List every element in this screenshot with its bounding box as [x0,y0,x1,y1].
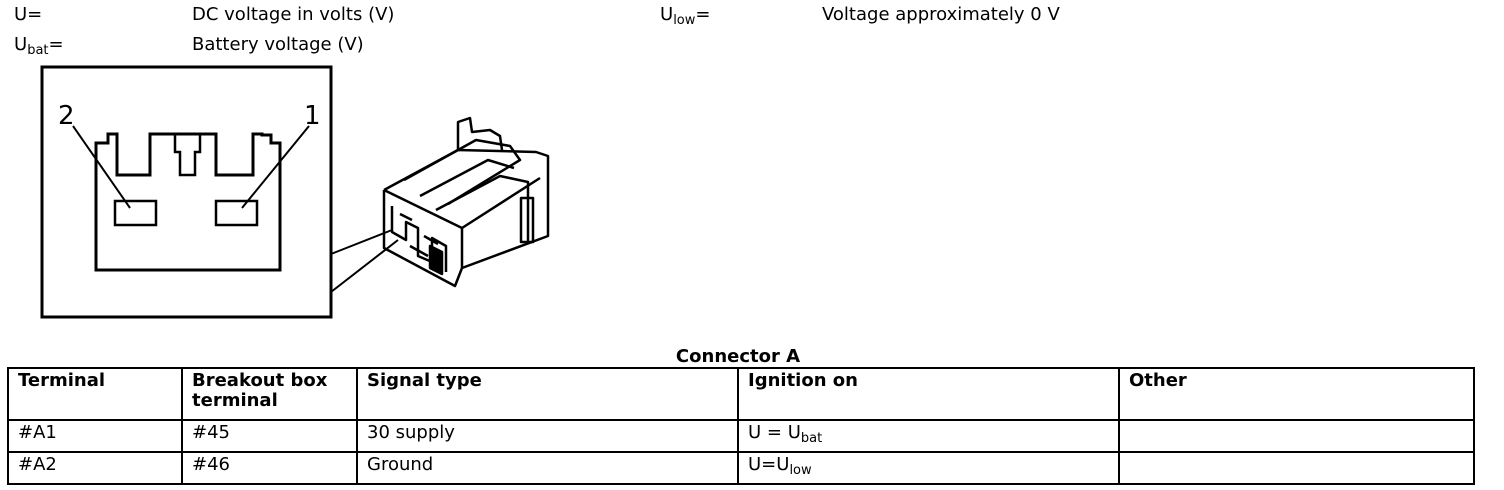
header-signal-type: Signal type [356,367,739,421]
detail-frame [40,65,333,319]
header-ignition-on: Ignition on [737,367,1120,421]
connector-outline [383,148,550,270]
pin-1-label: 1 [304,101,321,131]
pin-2-label: 2 [58,101,75,131]
connector-side-slot [519,196,535,244]
cell-signal: 30 supply [356,419,739,453]
cell-ignition-on: U = Ubat [737,419,1120,453]
connector-table: Terminal Breakout box terminal Signal ty… [7,367,1475,485]
cell-other [1118,419,1475,453]
legend-ulow-desc: Voltage approximately 0 V [822,4,1060,25]
cell-breakout: #46 [181,451,358,485]
legend-u-desc: DC voltage in volts (V) [192,4,395,25]
header-terminal: Terminal [7,367,183,421]
pin-2-leader [72,125,131,209]
connector-front-cavities [390,206,448,272]
connector-cavity-details [399,212,439,258]
table-row: #A1 #45 30 supply U = Ubat [7,419,1475,453]
connector-latch [456,116,504,151]
connector-isometric-view [382,116,550,288]
pin-2-cavity [113,199,158,227]
pin-1-leader [241,125,310,209]
table-header-row: Terminal Breakout box terminal Signal ty… [7,367,1475,421]
cell-terminal: #A1 [7,419,183,453]
cell-terminal: #A2 [7,451,183,485]
legend-ulow-symbol: Ulow= [660,4,711,28]
connector-diagram: 2 1 [40,65,550,319]
connector-ridge-1 [403,138,522,206]
header-other: Other [1118,367,1475,421]
cell-signal: Ground [356,451,739,485]
legend-u-symbol: U= [14,4,43,25]
legend-ubat-symbol: Ubat= [14,34,64,58]
pin-1-cavity [214,199,259,227]
header-breakout-box-terminal: Breakout box terminal [181,367,358,421]
connector-ridge-3 [435,174,530,242]
connector-front-face [382,190,464,288]
callout-line-bottom [330,239,399,293]
legend-ubat-desc: Battery voltage (V) [192,34,364,55]
connector-top-edge [383,176,541,230]
connector-ridge-2 [419,158,515,198]
cell-breakout: #45 [181,419,358,453]
callout-line-top [330,229,393,255]
connector-terminal-block [428,244,444,276]
cell-ignition-on: U=Ulow [737,451,1120,485]
table-caption: Connector A [675,346,801,367]
table-row: #A2 #46 Ground U=Ulow [7,451,1475,485]
cell-other [1118,451,1475,485]
connector-center-key [173,134,202,177]
connector-face-outline [94,132,282,272]
